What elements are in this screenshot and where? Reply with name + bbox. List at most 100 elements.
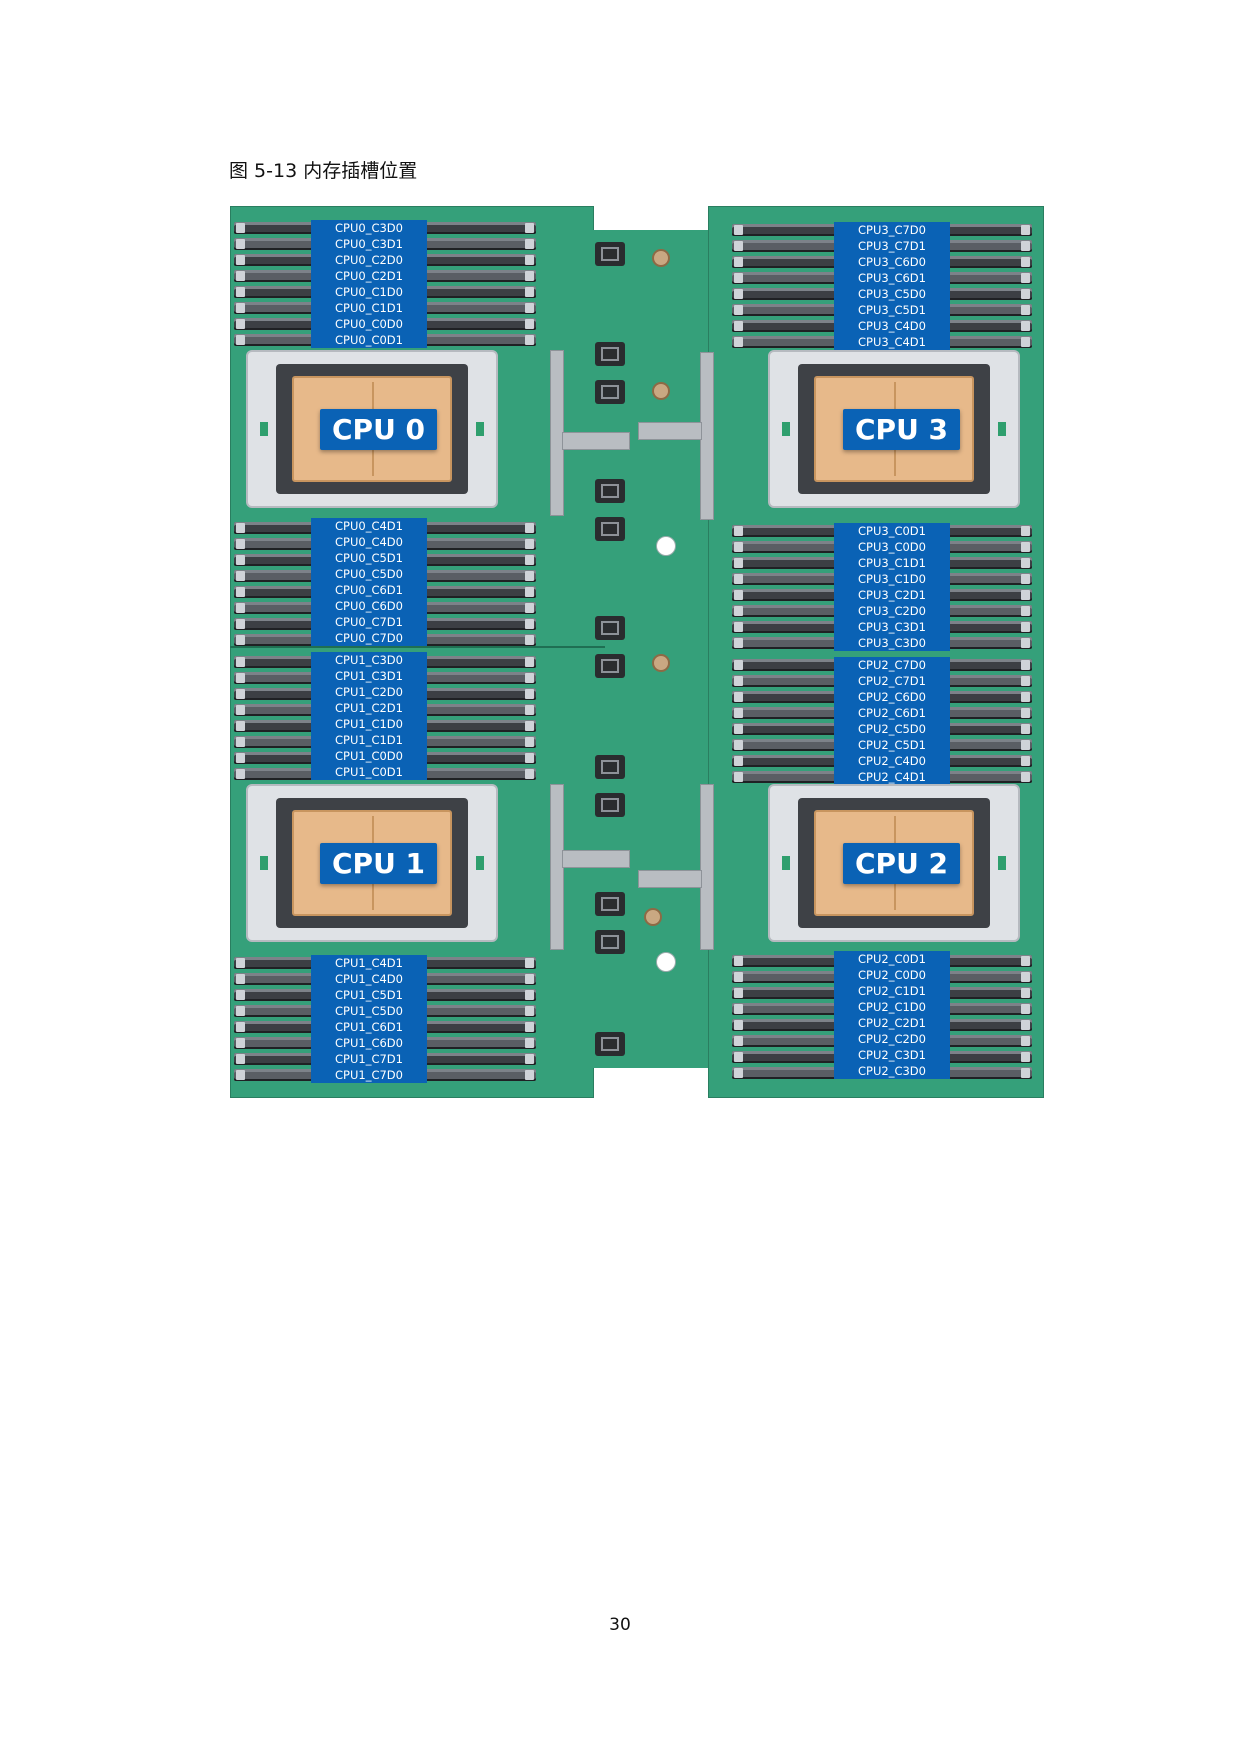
dimm-slot-label: CPU2_C2D1 bbox=[858, 1016, 926, 1030]
dimm-slot-label: CPU1_C0D1 bbox=[335, 765, 403, 779]
standoff bbox=[652, 249, 670, 267]
fan-connector bbox=[595, 654, 625, 678]
dimm-slot-label: CPU2_C0D1 bbox=[858, 952, 926, 966]
dimm-slot-label: CPU1_C7D1 bbox=[335, 1052, 403, 1066]
dimm-slot-label: CPU0_C3D1 bbox=[335, 237, 403, 251]
standoff bbox=[652, 654, 670, 672]
dimm-slot-label: CPU2_C5D1 bbox=[858, 738, 926, 752]
dimm-slot-label: CPU1_C2D1 bbox=[335, 701, 403, 715]
dimm-slot-label: CPU3_C2D0 bbox=[858, 604, 926, 618]
dimm-slot-label: CPU0_C0D1 bbox=[335, 333, 403, 347]
cpu2-label: CPU 2 bbox=[843, 843, 961, 884]
dimm-slot-label: CPU0_C2D0 bbox=[335, 253, 403, 267]
mounting-hole bbox=[656, 536, 676, 556]
dimm-slot-label: CPU0_C5D0 bbox=[335, 567, 403, 581]
dimm-slot-label: CPU2_C0D0 bbox=[858, 968, 926, 982]
cpu3-label: CPU 3 bbox=[843, 409, 961, 450]
cpu0-label: CPU 0 bbox=[320, 409, 438, 450]
dimm-slot-label: CPU0_C2D1 bbox=[335, 269, 403, 283]
figure-caption: 图 5-13 内存插槽位置 bbox=[229, 160, 418, 182]
dimm-slot-label: CPU0_C7D0 bbox=[335, 631, 403, 645]
dimm-slot-label: CPU1_C6D1 bbox=[335, 1020, 403, 1034]
dimm-slot-label: CPU0_C5D1 bbox=[335, 551, 403, 565]
dimm-slot-label: CPU1_C5D0 bbox=[335, 1004, 403, 1018]
dimm-slot-label: CPU0_C4D1 bbox=[335, 519, 403, 533]
dimm-slot-label: CPU0_C7D1 bbox=[335, 615, 403, 629]
fan-connector bbox=[595, 755, 625, 779]
dimm-slot-label: CPU3_C5D1 bbox=[858, 303, 926, 317]
fan-connector bbox=[595, 517, 625, 541]
dimm-slot-label: CPU1_C6D0 bbox=[335, 1036, 403, 1050]
dimm-slot-label: CPU2_C5D0 bbox=[858, 722, 926, 736]
dimm-slot-label: CPU1_C7D0 bbox=[335, 1068, 403, 1082]
dimm-slot-label: CPU2_C1D0 bbox=[858, 1000, 926, 1014]
mounting-hole bbox=[656, 952, 676, 972]
dimm-slot-label: CPU2_C6D0 bbox=[858, 690, 926, 704]
dimm-slot-label: CPU3_C3D0 bbox=[858, 636, 926, 650]
heatsink-rail bbox=[638, 422, 702, 440]
fan-connector bbox=[595, 793, 625, 817]
cpu1-label: CPU 1 bbox=[320, 843, 438, 884]
fan-connector bbox=[595, 930, 625, 954]
dimm-slot-label: CPU1_C0D0 bbox=[335, 749, 403, 763]
dimm-slot-label: CPU1_C1D1 bbox=[335, 733, 403, 747]
dimm-slot-label: CPU0_C4D0 bbox=[335, 535, 403, 549]
dimm-slot-label: CPU2_C1D1 bbox=[858, 984, 926, 998]
dimm-slot-label: CPU2_C6D1 bbox=[858, 706, 926, 720]
pcb-center bbox=[592, 230, 708, 1068]
dimm-slot-label: CPU1_C2D0 bbox=[335, 685, 403, 699]
fan-connector bbox=[595, 380, 625, 404]
dimm-slot-label: CPU3_C0D0 bbox=[858, 540, 926, 554]
standoff bbox=[644, 908, 662, 926]
dimm-slot-label: CPU3_C4D0 bbox=[858, 319, 926, 333]
dimm-slot-label: CPU1_C4D1 bbox=[335, 956, 403, 970]
heatsink-rail bbox=[562, 432, 630, 450]
dimm-slot-label: CPU2_C2D0 bbox=[858, 1032, 926, 1046]
dimm-slot-label: CPU3_C2D1 bbox=[858, 588, 926, 602]
fan-connector bbox=[595, 242, 625, 266]
heatsink-rail bbox=[562, 850, 630, 868]
dimm-slot-label: CPU0_C1D1 bbox=[335, 301, 403, 315]
dimm-slot-label: CPU1_C3D1 bbox=[335, 669, 403, 683]
dimm-slot-label: CPU3_C3D1 bbox=[858, 620, 926, 634]
dimm-slot-label: CPU2_C7D0 bbox=[858, 658, 926, 672]
dimm-slot-label: CPU1_C4D0 bbox=[335, 972, 403, 986]
dimm-slot-label: CPU3_C1D1 bbox=[858, 556, 926, 570]
dimm-slot-label: CPU3_C5D0 bbox=[858, 287, 926, 301]
fan-connector bbox=[595, 1032, 625, 1056]
dimm-slot-label: CPU1_C3D0 bbox=[335, 653, 403, 667]
dimm-slot-label: CPU0_C3D0 bbox=[335, 221, 403, 235]
dimm-slot-label: CPU1_C1D0 bbox=[335, 717, 403, 731]
dimm-slot-label: CPU3_C0D1 bbox=[858, 524, 926, 538]
dimm-slot-label: CPU1_C5D1 bbox=[335, 988, 403, 1002]
heatsink-rail bbox=[700, 784, 714, 950]
dimm-slot-label: CPU2_C3D1 bbox=[858, 1048, 926, 1062]
fan-connector bbox=[595, 479, 625, 503]
dimm-slot-label: CPU3_C1D0 bbox=[858, 572, 926, 586]
dimm-slot-label: CPU2_C3D0 bbox=[858, 1064, 926, 1078]
board-seam bbox=[230, 646, 605, 648]
dimm-slot-label: CPU2_C7D1 bbox=[858, 674, 926, 688]
dimm-slot-label: CPU3_C6D0 bbox=[858, 255, 926, 269]
fan-connector bbox=[595, 616, 625, 640]
dimm-slot-label: CPU0_C6D1 bbox=[335, 583, 403, 597]
dimm-slot-label: CPU0_C1D0 bbox=[335, 285, 403, 299]
dimm-slot-label: CPU0_C0D0 bbox=[335, 317, 403, 331]
dimm-slot-label: CPU0_C6D0 bbox=[335, 599, 403, 613]
dimm-slot-label: CPU3_C7D0 bbox=[858, 223, 926, 237]
dimm-slot-label: CPU3_C4D1 bbox=[858, 335, 926, 349]
page-number: 30 bbox=[609, 1615, 631, 1635]
dimm-slot-label: CPU3_C6D1 bbox=[858, 271, 926, 285]
dimm-slot-label: CPU3_C7D1 bbox=[858, 239, 926, 253]
heatsink-rail bbox=[638, 870, 702, 888]
standoff bbox=[652, 382, 670, 400]
